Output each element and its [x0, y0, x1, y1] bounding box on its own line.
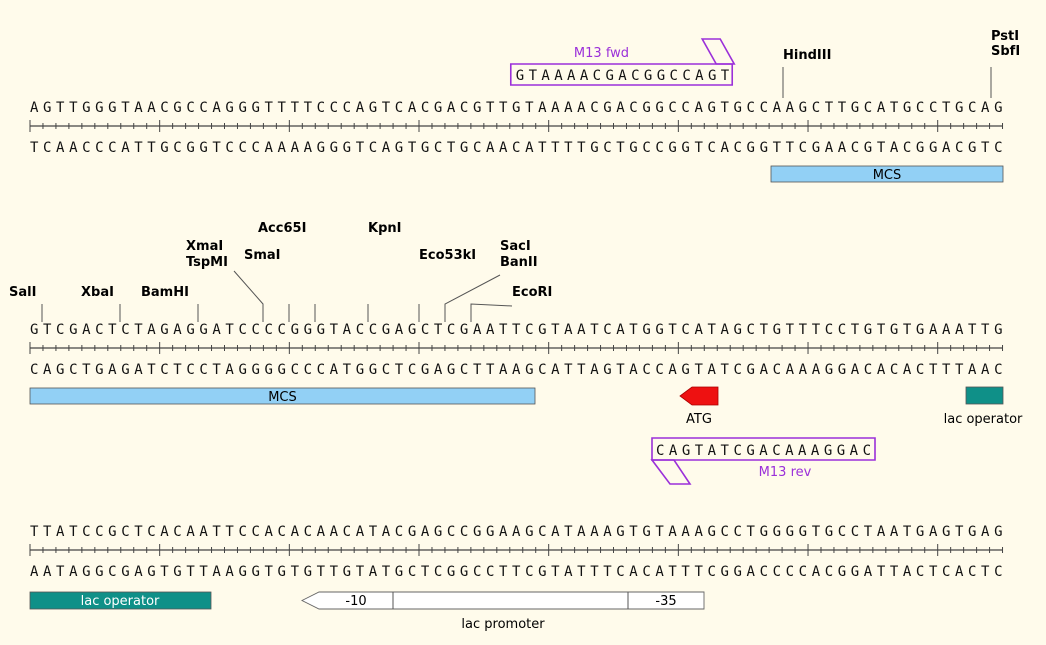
site-label-alt[interactable]: BanII [500, 255, 538, 270]
site-acc65i[interactable]: Acc65I [258, 221, 316, 322]
sequence-row-3: TTATCCGCTCACAATTCCACACAACATACGAGCCGGAAGC… [29, 524, 1004, 632]
feature-bar [29, 591, 212, 610]
bottom-strand: TCAACCCATTGCGGTCCCAAAAGGGTCAGTGCTGCAACAT… [30, 140, 1003, 156]
site-label[interactable]: SalI [9, 285, 36, 300]
feature-mcs[interactable]: MCS [770, 165, 1004, 183]
feature-arrow [679, 386, 719, 406]
feature-lac-operator[interactable]: lac operator [29, 591, 212, 610]
site-leader [470, 303, 513, 322]
feature-bar [29, 387, 536, 405]
primer-label: M13 fwd [574, 46, 629, 61]
site-label[interactable]: Eco53kI [419, 248, 476, 263]
feature-atg[interactable]: ATG [679, 386, 719, 427]
feature-label: ATG [686, 412, 712, 427]
feature-lac-promoter[interactable]: -10 -35 lac promoter [300, 591, 705, 632]
feature-label: MCS [268, 390, 297, 405]
site-label[interactable]: KpnI [368, 221, 401, 236]
feature-label: lac operator [944, 412, 1023, 427]
primer-label: M13 rev [759, 465, 812, 480]
site-leader [444, 274, 501, 322]
site-label[interactable]: PstI [991, 29, 1019, 44]
site-label[interactable]: HindIII [783, 48, 831, 63]
primer-m13-rev[interactable]: CAGTATCGACAAAGGAC M13 rev [650, 437, 876, 485]
feature-lac-operator[interactable]: lac operator [944, 386, 1023, 427]
primer-arrow [650, 459, 692, 485]
site-hindiii[interactable]: HindIII [782, 48, 831, 98]
primer-box [509, 63, 734, 86]
site-label[interactable]: SacI [500, 239, 531, 254]
feature-label: MCS [873, 168, 902, 183]
site-label-alt[interactable]: TspMI [186, 255, 228, 270]
sequence-row-1: AGTTGGGTAACGCCAGGGTTTTCCCAGTCACGACGTTGTA… [29, 29, 1020, 183]
feature-bar [965, 386, 1004, 405]
primer-sequence: GTAAAACGACGGCCAGT [516, 68, 730, 84]
site-label[interactable]: BamHI [141, 285, 189, 300]
promoter-segment-label: -10 [345, 594, 366, 609]
site-label[interactable]: EcoRI [512, 285, 552, 300]
feature-label: lac promoter [461, 617, 545, 632]
top-strand: AGTTGGGTAACGCCAGGGTTTTCCCAGTCACGACGTTGTA… [30, 100, 1003, 116]
site-bamhi[interactable]: BamHI [141, 285, 199, 322]
site-label[interactable]: XbaI [81, 285, 114, 300]
site-sali[interactable]: SalI [9, 285, 43, 322]
feature-label: lac operator [81, 594, 160, 609]
site-kpni[interactable]: KpnI [367, 221, 401, 322]
bottom-strand: AATAGGCGAGTGTTAAGGTGTGTTGTATGCTCGGCCTTCG… [30, 564, 1003, 580]
feature-mcs[interactable]: MCS [29, 387, 536, 405]
site-ecori[interactable]: EcoRI [470, 285, 552, 322]
promoter-arrow [300, 591, 705, 610]
site-smai[interactable]: SmaI [244, 248, 290, 322]
site-label[interactable]: Acc65I [258, 221, 306, 236]
feature-bar [770, 165, 1004, 183]
primer-box [651, 437, 876, 461]
site-xbai[interactable]: XbaI [81, 285, 121, 322]
promoter-segment-label: -35 [655, 594, 676, 609]
site-label-alt[interactable]: SbfI [991, 44, 1020, 59]
site-label[interactable]: XmaI [186, 239, 223, 254]
bottom-strand: CAGCTGAGATCTCCTAGGGGCCCATGGCTCGAGCTTAAGC… [30, 362, 1003, 378]
top-strand: TTATCCGCTCACAATTCCACACAACATACGAGCCGGAAGC… [30, 524, 1003, 540]
sequence-row-2: GTCGACTCTAGAGGATCCCCGGGTACCGAGCTCGAATTCG… [9, 221, 1023, 485]
primer-arrow [700, 38, 736, 65]
site-eco53ki[interactable]: Eco53kI [418, 248, 476, 322]
top-strand: GTCGACTCTAGAGGATCCCCGGGTACCGAGCTCGAATTCG… [30, 322, 1003, 338]
primer-sequence: CAGTATCGACAAAGGAC [656, 443, 871, 459]
site-label[interactable]: SmaI [244, 248, 281, 263]
site-leader [233, 270, 264, 322]
